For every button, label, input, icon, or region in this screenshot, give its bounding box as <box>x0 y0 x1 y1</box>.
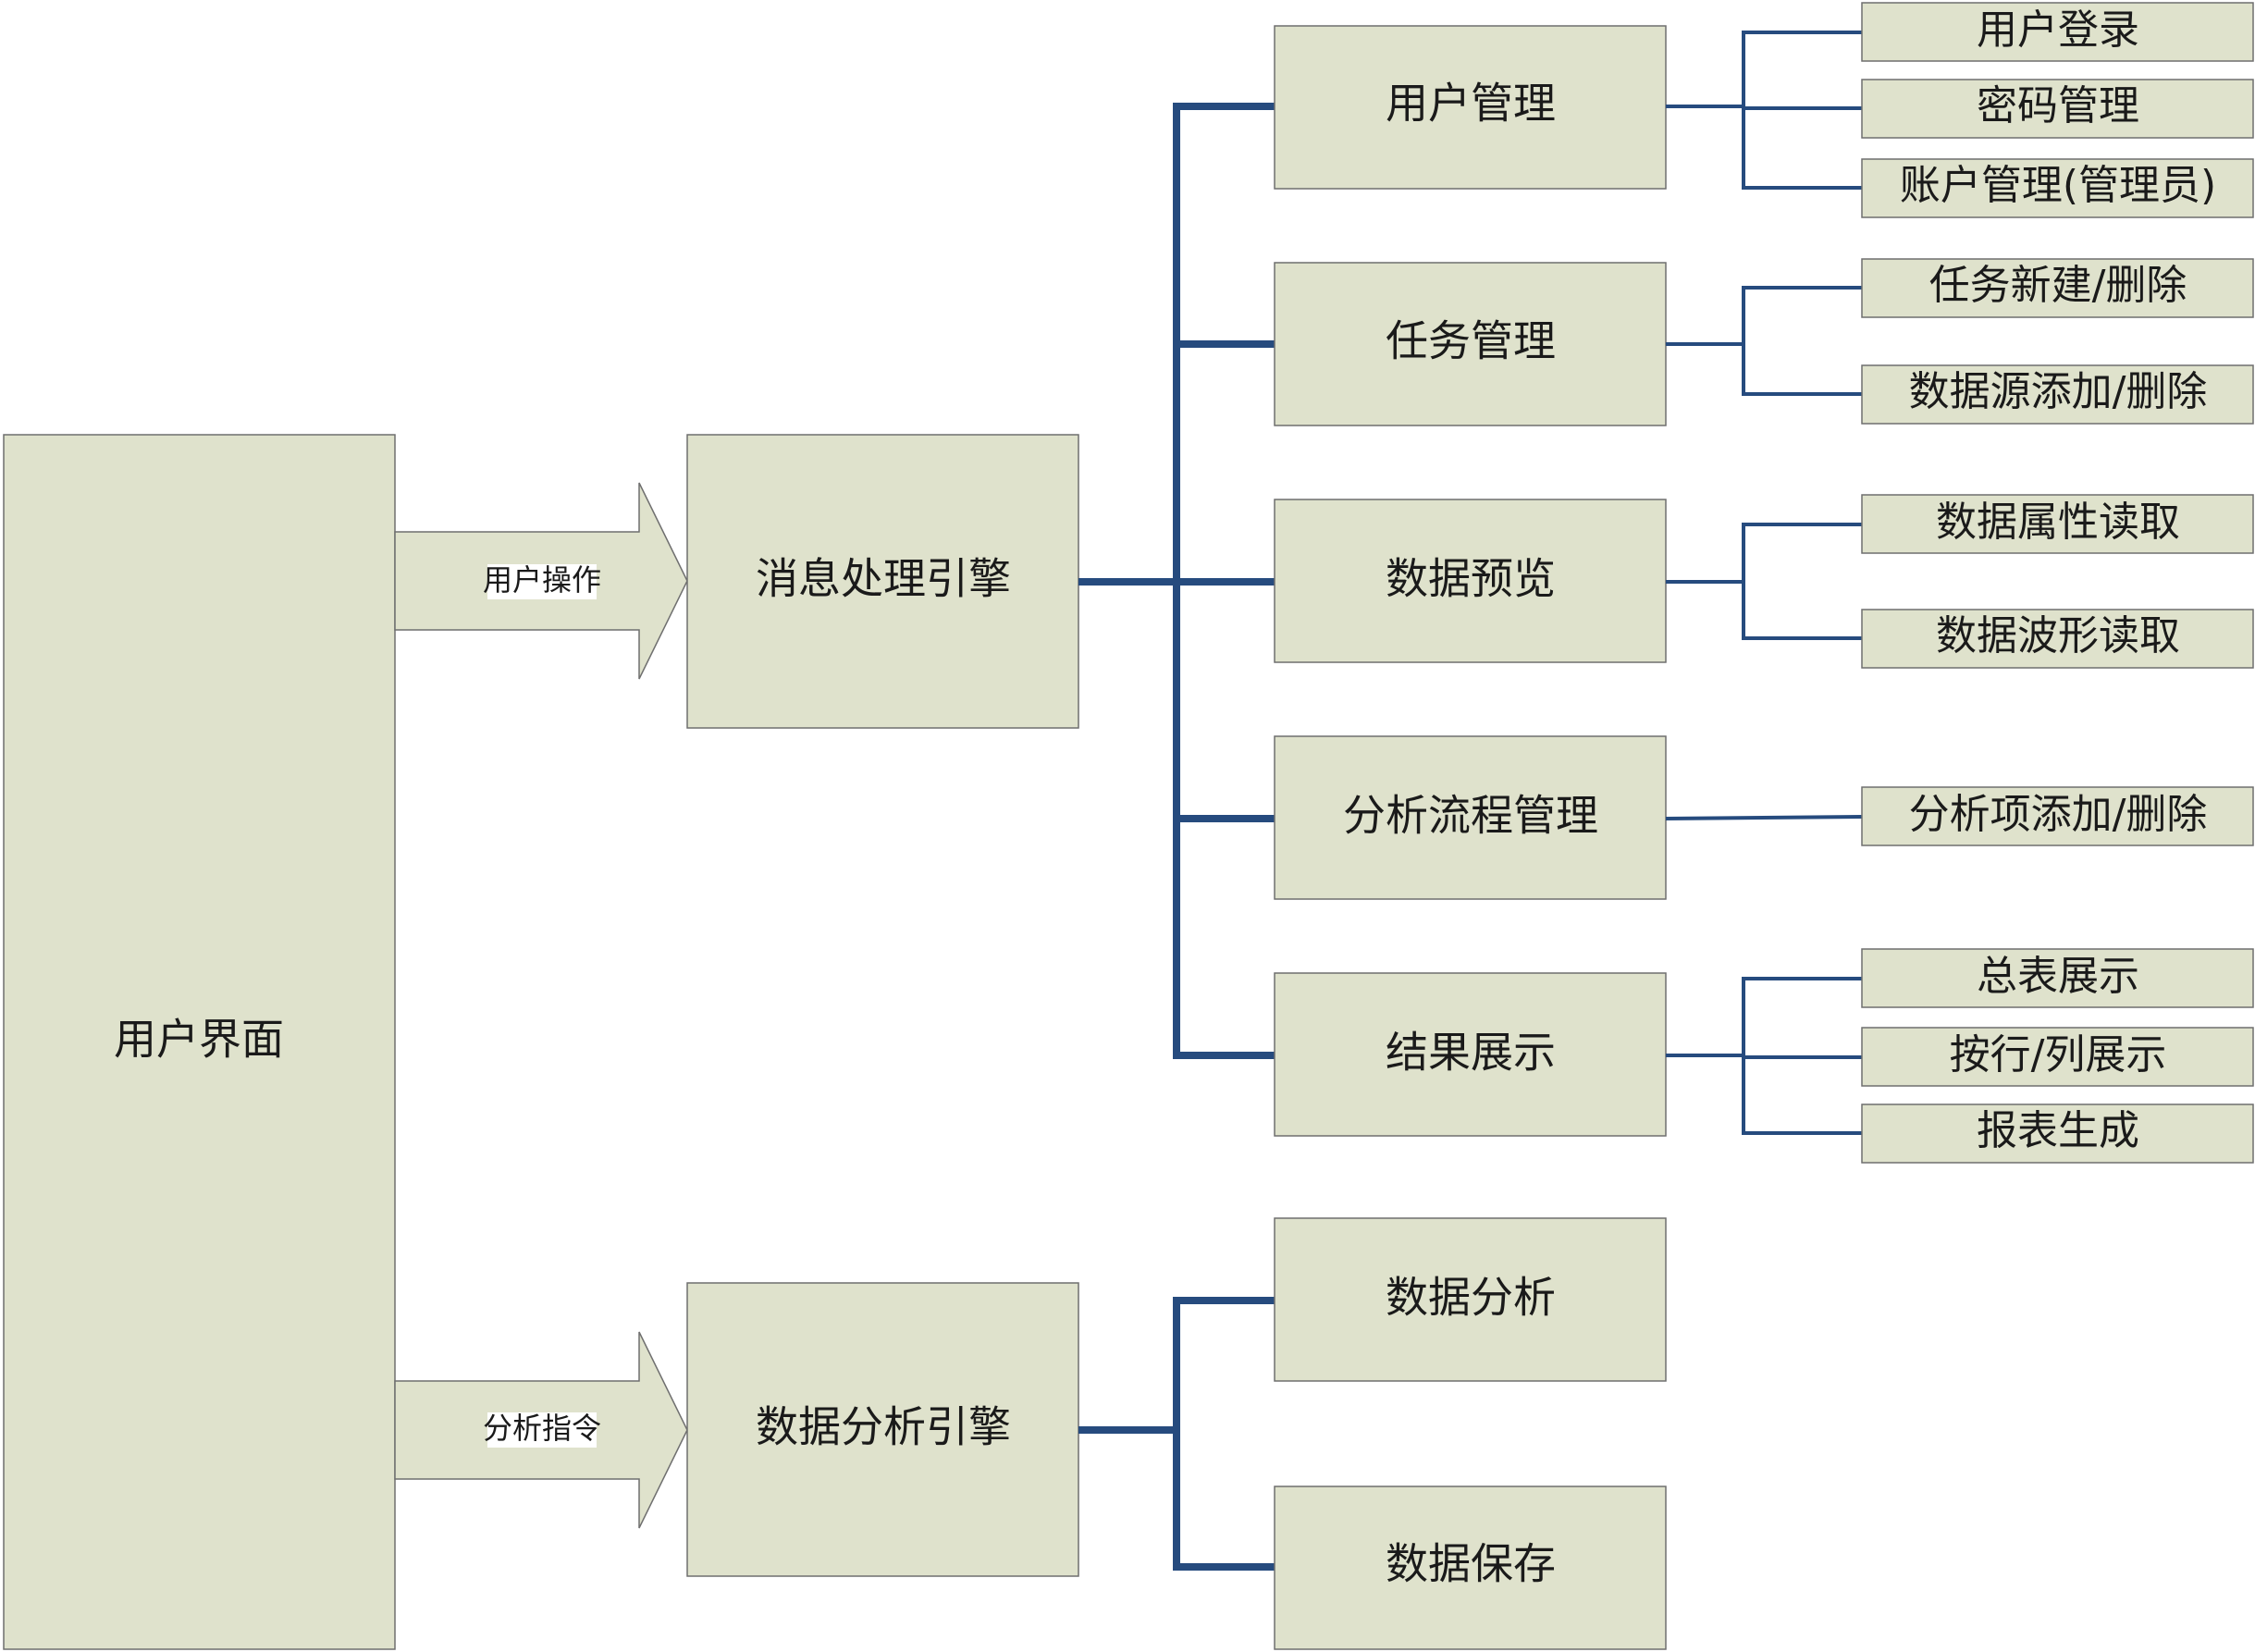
analysis-engine-label: 数据分析引擎 <box>756 1402 1011 1452</box>
leaf-account-management: 账户管理(管理员) <box>1861 158 2254 218</box>
leaf-waveform-read-label: 数据波形读取 <box>1936 612 2180 660</box>
module-data-preview-label: 数据预览 <box>1386 554 1556 604</box>
module-data-analysis-label: 数据分析 <box>1386 1273 1556 1323</box>
module-result-display: 结果展示 <box>1274 972 1667 1137</box>
leaf-user-login: 用户登录 <box>1861 2 2254 62</box>
analysis-engine-connectors <box>1078 1297 1280 1571</box>
leaf-report-generation-label: 报表生成 <box>1977 1107 2139 1154</box>
user-management-connectors <box>1666 31 1862 190</box>
user-interface-node: 用户界面 <box>3 434 396 1650</box>
analysis-engine-node: 数据分析引擎 <box>686 1282 1079 1577</box>
analysis-cmd-label: 分析指令 <box>483 1411 601 1446</box>
leaf-rowcol-display: 按行/列展示 <box>1861 1027 2254 1087</box>
module-data-analysis: 数据分析 <box>1274 1217 1667 1382</box>
leaf-task-create-delete-label: 任务新建/删除 <box>1929 262 2187 309</box>
leaf-attribute-read: 数据属性读取 <box>1861 494 2254 554</box>
leaf-datasource-add-delete: 数据源添加/删除 <box>1861 364 2254 425</box>
user-interface-label: 用户界面 <box>114 1015 284 1065</box>
message-engine-label: 消息处理引擎 <box>756 554 1011 604</box>
message-engine-node: 消息处理引擎 <box>686 434 1079 729</box>
leaf-password-management-label: 密码管理 <box>1977 82 2139 129</box>
data-preview-connectors <box>1666 523 1862 640</box>
leaf-item-add-delete-label: 分析项添加/删除 <box>1909 791 2208 838</box>
leaf-report-generation: 报表生成 <box>1861 1103 2254 1164</box>
module-flow-management: 分析流程管理 <box>1274 735 1667 900</box>
leaf-task-create-delete: 任务新建/删除 <box>1861 258 2254 318</box>
leaf-user-login-label: 用户登录 <box>1977 6 2139 54</box>
message-engine-connectors <box>1078 103 1280 1059</box>
module-user-management-label: 用户管理 <box>1386 79 1556 129</box>
leaf-summary-display: 总表展示 <box>1861 948 2254 1008</box>
leaf-rowcol-display-label: 按行/列展示 <box>1950 1031 2167 1079</box>
leaf-attribute-read-label: 数据属性读取 <box>1936 499 2180 546</box>
user-ops-label: 用户操作 <box>483 562 601 598</box>
leaf-summary-display-label: 总表展示 <box>1977 953 2139 1000</box>
module-flow-management-label: 分析流程管理 <box>1343 791 1598 841</box>
module-result-display-label: 结果展示 <box>1386 1028 1556 1078</box>
module-data-save: 数据保存 <box>1274 1486 1667 1650</box>
analysis-cmd-arrow: 分析指令 <box>394 1331 688 1529</box>
flow-management-connectors <box>1665 815 1863 820</box>
user-ops-arrow: 用户操作 <box>394 482 688 680</box>
leaf-datasource-add-delete-label: 数据源添加/删除 <box>1909 368 2208 415</box>
leaf-waveform-read: 数据波形读取 <box>1861 609 2254 669</box>
module-task-management: 任务管理 <box>1274 262 1667 426</box>
leaf-password-management: 密码管理 <box>1861 79 2254 139</box>
module-data-save-label: 数据保存 <box>1386 1539 1556 1589</box>
result-display-connectors <box>1666 977 1862 1135</box>
module-data-preview: 数据预览 <box>1274 499 1667 663</box>
task-management-connectors <box>1666 286 1862 396</box>
module-task-management-label: 任务管理 <box>1386 316 1556 366</box>
leaf-account-management-label: 账户管理(管理员) <box>1900 162 2216 209</box>
module-user-management: 用户管理 <box>1274 25 1667 190</box>
leaf-item-add-delete: 分析项添加/删除 <box>1861 786 2254 846</box>
